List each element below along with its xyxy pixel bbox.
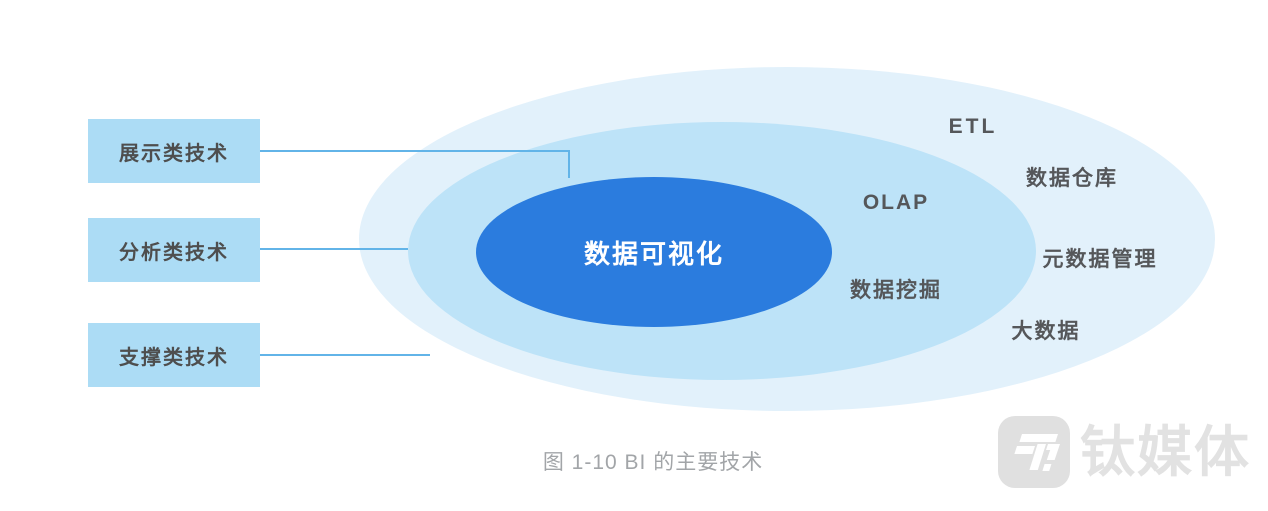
connector-display-horizontal xyxy=(260,150,570,152)
label-metadata-management: 元数据管理 xyxy=(1042,248,1158,271)
display-tech-ellipse: 数据可视化 xyxy=(476,177,832,327)
connector-supporting xyxy=(260,354,430,356)
legend-box-supporting-tech: 支撑类技术 xyxy=(88,323,260,387)
legend-label-display-tech: 展示类技术 xyxy=(119,142,229,165)
label-olap: OLAP xyxy=(862,191,930,214)
legend-label-supporting-tech: 支撑类技术 xyxy=(119,346,229,369)
data-visualization-label: 数据可视化 xyxy=(583,238,724,269)
label-data-warehouse: 数据仓库 xyxy=(1026,167,1118,190)
watermark: 钛媒体 xyxy=(998,416,1251,488)
connector-display-vertical xyxy=(568,150,570,178)
figure-caption: 图 1-10 BI 的主要技术 xyxy=(542,451,764,474)
label-big-data: 大数据 xyxy=(1011,320,1081,343)
label-etl: ETL xyxy=(948,115,998,138)
legend-box-display-tech: 展示类技术 xyxy=(88,119,260,183)
label-data-mining: 数据挖掘 xyxy=(850,279,942,302)
legend-box-analysis-tech: 分析类技术 xyxy=(88,218,260,282)
watermark-brand-text: 钛媒体 xyxy=(1080,421,1252,483)
tmtpost-logo-icon xyxy=(998,416,1070,488)
connector-analysis xyxy=(260,248,408,250)
legend-label-analysis-tech: 分析类技术 xyxy=(119,241,229,264)
